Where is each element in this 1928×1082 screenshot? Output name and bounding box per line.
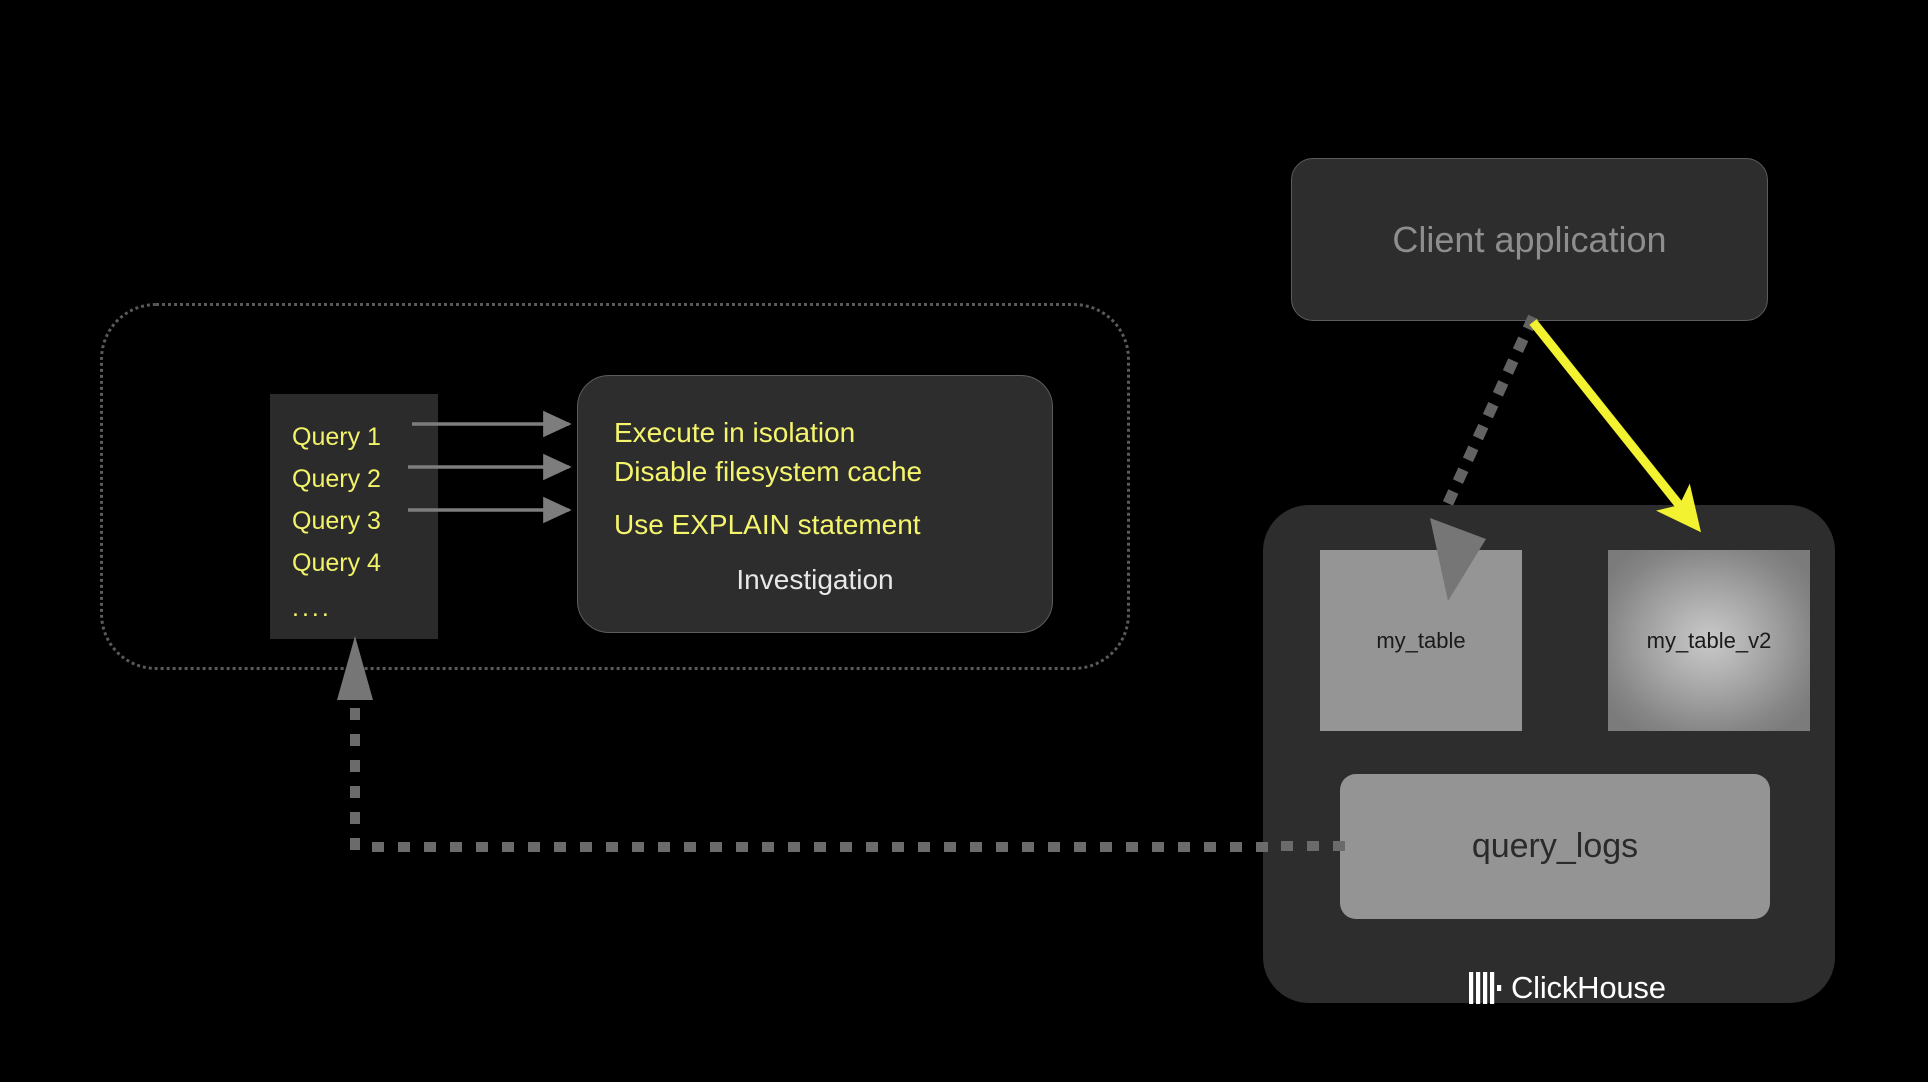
list-item: Query 1 [292, 423, 381, 451]
investigation-step: Execute in isolation [614, 417, 856, 448]
investigation-step: Use EXPLAIN statement [614, 509, 921, 540]
investigation-step: Disable filesystem cache [614, 456, 923, 487]
list-item: Query 4 [292, 549, 381, 577]
table-node-query-logs: query_logs [1340, 774, 1770, 919]
investigation-panel: Execute in isolation Disable filesystem … [577, 375, 1053, 633]
yellow-path [1529, 319, 1701, 533]
clickhouse-bars-icon [1469, 972, 1502, 1004]
query-logs-label: query_logs [1471, 827, 1639, 865]
list-item-ellipsis: .... [292, 594, 332, 622]
client-application-label: Client application [1392, 218, 1667, 260]
table-label: my_table [1376, 627, 1466, 653]
clickhouse-logo-text: ClickHouse [1511, 970, 1666, 1005]
clickhouse-logo: ClickHouse [1469, 970, 1666, 1006]
table-node-my-table: my_table [1320, 550, 1522, 731]
table-node-my-table-v2: my_table_v2 [1608, 550, 1810, 731]
investigation-panel-title: Investigation [736, 564, 894, 595]
table-label: my_table_v2 [1646, 627, 1772, 653]
list-item: Query 2 [292, 465, 381, 493]
dotted-path [350, 667, 1345, 852]
list-item: Query 3 [292, 507, 381, 535]
dotted-path [1436, 314, 1539, 520]
client-application-node: Client application [1291, 158, 1768, 321]
queries-list[interactable]: Query 1 Query 2 Query 3 Query 4 .... [270, 394, 438, 639]
client-to-my-table-v2-arrow [1529, 319, 1701, 533]
investigation-step-list: Execute in isolation Disable filesystem … [614, 413, 1034, 544]
